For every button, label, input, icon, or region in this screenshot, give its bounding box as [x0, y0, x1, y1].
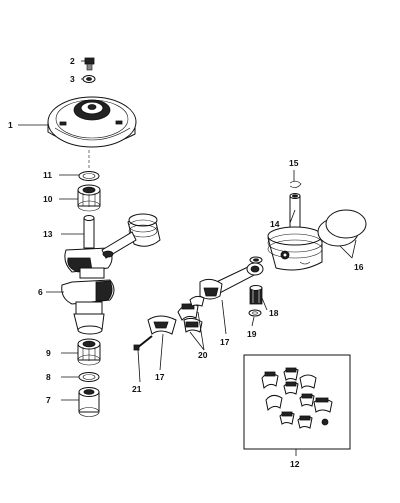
- callout-12: 12: [290, 459, 300, 469]
- callout-13: 13: [43, 229, 53, 239]
- callout-11: 11: [43, 170, 52, 180]
- callout-20: 20: [198, 350, 208, 360]
- rod-bearing-cages: [177, 295, 205, 333]
- callout-17-cap: 17: [155, 372, 165, 382]
- callout-6: 6: [38, 287, 43, 297]
- callout-1: 1: [8, 120, 13, 130]
- bearing-kit-inset: [243, 354, 351, 450]
- piston-rings: [317, 209, 367, 247]
- flywheel: [47, 96, 137, 148]
- flywheel-bolt: [84, 57, 95, 71]
- piston: [267, 226, 323, 271]
- callout-19: 19: [247, 329, 257, 339]
- callout-17-rod: 17: [220, 337, 230, 347]
- callout-3: 3: [70, 74, 75, 84]
- piston-pin-needle-bearing: [249, 285, 263, 305]
- lower-bushing: [78, 387, 100, 417]
- connecting-rod-cap: [147, 315, 177, 335]
- callout-7: 7: [46, 395, 51, 405]
- lower-roller-bearing: [77, 338, 101, 366]
- upper-roller-bearing: [77, 184, 101, 212]
- callout-9: 9: [46, 348, 51, 358]
- crankshaft: [61, 215, 115, 335]
- callout-18: 18: [269, 308, 279, 318]
- flywheel-washer: [82, 75, 96, 83]
- lower-retainer-ring: [78, 372, 100, 382]
- callout-8: 8: [46, 372, 51, 382]
- thrust-washer-lower: [248, 309, 262, 317]
- bearing-retainer-ring: [78, 171, 100, 181]
- connecting-rod-bolt: [133, 335, 153, 351]
- callout-15: 15: [289, 158, 299, 168]
- callout-numbers: 2 3 1 11 10 13 6 9 8 7 15 14 16 18 19 17…: [8, 56, 364, 469]
- inset-bearing-cages: [261, 367, 333, 429]
- callout-21: 21: [132, 384, 142, 394]
- callout-14: 14: [270, 219, 280, 229]
- leader-lines: [18, 60, 357, 456]
- piston-pin-retainer: [289, 180, 302, 188]
- callout-16: 16: [354, 262, 364, 272]
- thrust-washer-upper: [249, 256, 263, 264]
- connecting-rod: [199, 262, 264, 300]
- callout-10: 10: [43, 194, 53, 204]
- callout-2: 2: [70, 56, 75, 66]
- assembled-piston: [101, 213, 161, 259]
